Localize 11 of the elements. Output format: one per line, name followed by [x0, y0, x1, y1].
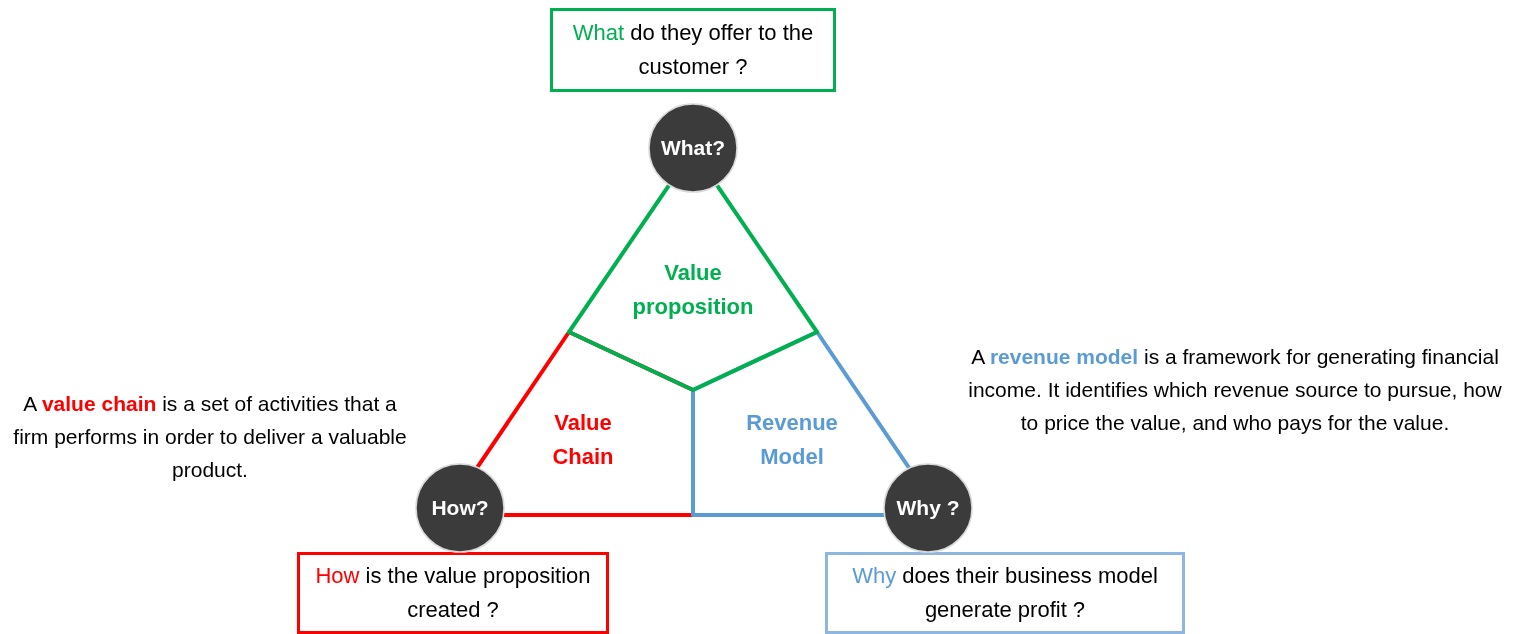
segment-label: Value proposition [631, 259, 755, 321]
description-paragraph: A value chain is a set of activities that a firm performs in order to deliver a valuable product. [12, 391, 408, 483]
description-paragraph: A revenue model is a framework for generating financial income. It identifies which revenue source to pursue, how to price the value, and who pays for the value. [967, 344, 1503, 436]
circle-label: How? [431, 496, 489, 520]
question-box: Why does their business model generate profit ? [825, 552, 1185, 634]
question-box: How is the value proposition created ? [297, 552, 609, 634]
segment-label: Value Chain [551, 409, 615, 471]
circle-label: Why ? [896, 496, 960, 520]
segment-label: Revenue Model [745, 409, 839, 471]
circle-label: What? [660, 136, 726, 160]
question-box: What do they offer to the customer ? [550, 8, 836, 92]
